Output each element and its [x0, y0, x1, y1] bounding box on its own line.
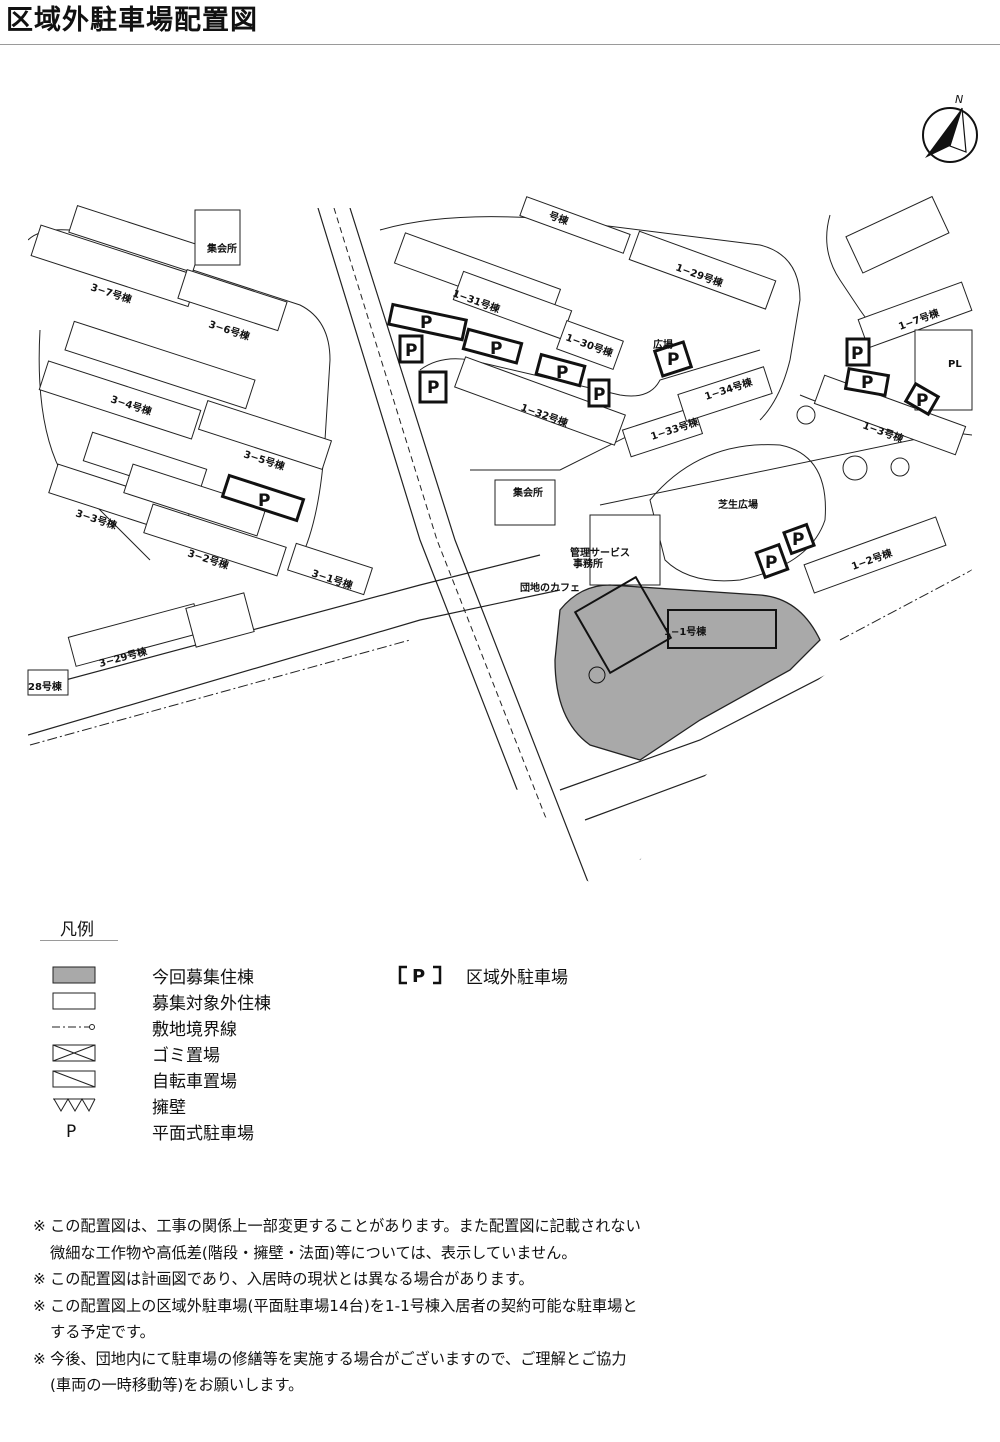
parking-letter: P: [593, 385, 605, 405]
white-box-icon: [52, 992, 96, 1010]
legend-item-offsite-parking: P 区域外駐車場: [398, 962, 568, 988]
parking-letter: P: [667, 350, 679, 370]
label-management-office: 管理サービス: [570, 546, 630, 559]
note-item: ※ この配置図は、工事の関係上一部変更することがあります。また配置図に記載されな…: [33, 1213, 643, 1266]
label-3-28: 28号棟: [28, 680, 63, 693]
legend-label: 区域外駐車場: [466, 967, 568, 988]
parking-letter: P: [405, 341, 417, 361]
legend-label: ゴミ置場: [152, 1045, 220, 1066]
legend-label: 募集対象外住棟: [152, 993, 271, 1014]
label-1-1: 1−1号棟: [664, 625, 707, 638]
legend-label: 敷地境界線: [152, 1019, 237, 1040]
legend-item: 擁壁: [52, 1092, 186, 1118]
label-meeting-hall-center: 集会所: [512, 486, 543, 499]
label-pl: PL: [948, 359, 962, 370]
building-1-1-highlight: [554, 575, 821, 761]
label-cafe: 団地のカフェ: [520, 581, 580, 594]
diagonal-box-icon: [52, 1070, 96, 1088]
label-meeting-hall-west: 集会所: [206, 242, 237, 255]
retaining-wall-icon: [53, 1098, 96, 1113]
note-text: この配置図は計画図であり、入居時の現状とは異なる場合があります。: [50, 1270, 534, 1288]
note-mark: ※: [33, 1217, 46, 1235]
note-text: 今後、団地内にて駐車場の修繕等を実施する場合がございますので、ご理解とご協力(車…: [50, 1349, 627, 1395]
notes: ※ この配置図は、工事の関係上一部変更することがあります。また配置図に記載されな…: [33, 1213, 643, 1399]
note-item: ※ 今後、団地内にて駐車場の修繕等を実施する場合がございますので、ご理解とご協力…: [33, 1346, 643, 1399]
legend-label: 今回募集住棟: [152, 967, 254, 988]
legend-heading-divider: [40, 940, 118, 941]
parking-letter: P: [427, 378, 439, 398]
offsite-parking-markers: [220, 302, 941, 580]
note-text: この配置図は、工事の関係上一部変更することがあります。また配置図に記載されない微…: [50, 1217, 641, 1262]
legend-item: ゴミ置場: [52, 1040, 220, 1066]
dash-dot-line-icon: [52, 1024, 95, 1030]
note-item: ※ この配置図上の区域外駐車場(平面駐車場14台)を1-1号棟入居者の契約可能な…: [33, 1293, 643, 1346]
legend-label: 平面式駐車場: [152, 1123, 254, 1144]
page-title: 区域外駐車場配置図: [6, 5, 258, 36]
site-plan-map: N: [27, 93, 978, 895]
legend-item: 今回募集住棟: [52, 962, 254, 988]
north-label: N: [955, 93, 963, 106]
note-mark: ※: [33, 1296, 46, 1315]
parking-letter: P: [420, 313, 432, 333]
legend-heading: 凡例: [60, 920, 94, 940]
legend-label: 擁壁: [152, 1097, 186, 1118]
note-mark: ※: [33, 1349, 46, 1368]
parking-letter: P: [916, 391, 928, 411]
parking-p-icon: P: [66, 1122, 76, 1142]
label-plaza: 広場: [653, 338, 673, 351]
title-divider: [0, 44, 1000, 45]
parking-letter: P: [258, 491, 270, 511]
note-item: ※ この配置図は計画図であり、入居時の現状とは異なる場合があります。: [33, 1266, 643, 1293]
gray-box-icon: [52, 966, 96, 984]
parking-letter: P: [792, 530, 804, 550]
label-management-office-sub: 事務所: [573, 557, 603, 570]
parking-letter: P: [556, 363, 568, 383]
parking-letter: P: [765, 553, 777, 573]
note-text: この配置図上の区域外駐車場(平面駐車場14台)を1-1号棟入居者の契約可能な駐車…: [50, 1296, 638, 1342]
north-arrow-icon: N: [922, 93, 978, 163]
legend-label: 自転車置場: [152, 1071, 237, 1092]
note-mark: ※: [33, 1270, 46, 1288]
x-box-icon: [52, 1044, 96, 1062]
label-3-6: 3−6号棟: [207, 317, 252, 343]
parking-letter: P: [861, 373, 873, 393]
parking-letter: P: [490, 339, 502, 359]
legend: 凡例 今回募集住棟 募集対象外住棟 敷地境界線 ゴミ置場 自転車置場 擁壁 P …: [40, 915, 660, 1155]
legend-item: 自転車置場: [52, 1066, 237, 1092]
parking-letter: P: [851, 344, 863, 364]
legend-item: 敷地境界線: [52, 1014, 237, 1040]
offsite-parking-icon: P: [398, 965, 442, 986]
legend-item: 募集対象外住棟: [52, 988, 271, 1014]
svg-text:P: P: [412, 966, 425, 986]
legend-item: P 平面式駐車場: [52, 1118, 254, 1144]
svg-text:P: P: [66, 1122, 76, 1142]
label-lawn-plaza: 芝生広場: [718, 498, 758, 511]
